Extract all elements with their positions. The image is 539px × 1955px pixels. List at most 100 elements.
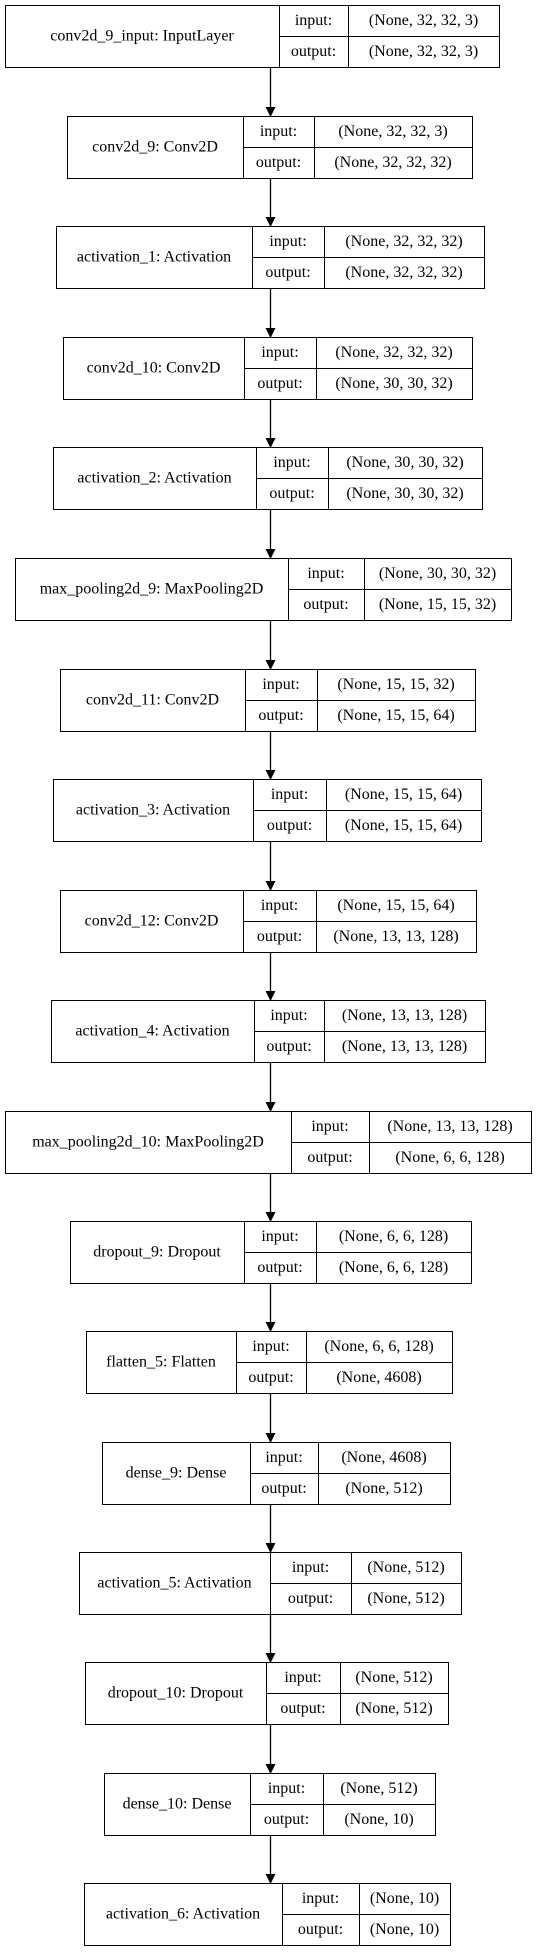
output-shape: (None, 10) [344,1811,413,1828]
layer-nodes: conv2d_9_input: InputLayer input: output: (… [5,5,532,1946]
layer-name: conv2d_9: Conv2D [92,139,218,156]
layer-node: conv2d_9: Conv2D input: output: (None, 32, … [67,116,473,179]
output-shape: (None, 13, 13, 128) [342,1038,467,1055]
layer-node: activation_3: Activation input: output: (No… [53,779,482,842]
output-label: output: [266,1038,311,1055]
output-label: output: [303,596,348,613]
layer-node: dropout_9: Dropout input: output: (None, 6,… [70,1221,472,1284]
input-shape: (None, 512) [367,1559,444,1576]
output-label: output: [258,707,303,724]
output-label: output: [257,928,302,945]
layer-name: max_pooling2d_10: MaxPooling2D [32,1134,264,1151]
input-label: input: [262,676,299,693]
input-label: input: [307,565,344,582]
output-label: output: [267,817,312,834]
output-shape: (None, 6, 6, 128) [339,1259,448,1276]
input-shape: (None, 10) [370,1890,439,1907]
output-shape: (None, 32, 32, 32) [334,154,451,171]
output-label: output: [256,154,301,171]
input-label: input: [273,454,310,471]
input-label: input: [292,1559,329,1576]
layer-name: max_pooling2d_9: MaxPooling2D [40,581,264,598]
output-label: output: [261,1480,306,1497]
input-shape: (None, 13, 13, 128) [342,1007,467,1024]
output-shape: (None, 15, 15, 32) [379,596,496,613]
layer-node: dense_10: Dense input: output: (None, 512) (… [104,1773,436,1836]
layer-name: dense_9: Dense [126,1465,227,1482]
layer-name: dropout_10: Dropout [108,1685,244,1702]
input-label: input: [269,233,306,250]
layer-name: dropout_9: Dropout [93,1244,221,1261]
output-label: output: [291,43,336,60]
input-label: input: [271,786,308,803]
layer-name: activation_5: Activation [97,1575,251,1592]
input-shape: (None, 30, 30, 32) [379,565,496,582]
layer-name: activation_2: Activation [77,470,231,487]
input-label: input: [284,1669,321,1686]
output-label: output: [280,1700,325,1717]
output-shape: (None, 13, 13, 128) [333,928,458,945]
input-label: input: [265,1449,302,1466]
input-shape: (None, 32, 32, 3) [369,12,478,29]
layer-node: activation_4: Activation input: output: (No… [51,1000,486,1063]
input-label: input: [270,1007,307,1024]
layer-name: dense_10: Dense [123,1796,232,1813]
layer-name: conv2d_12: Conv2D [85,913,219,930]
input-shape: (None, 15, 15, 64) [337,897,454,914]
layer-name: activation_4: Activation [75,1023,229,1040]
output-label: output: [269,485,314,502]
input-label: input: [295,12,332,29]
input-label: input: [260,123,297,140]
layer-name: flatten_5: Flatten [106,1354,216,1371]
layer-name: activation_3: Activation [76,802,230,819]
output-shape: (None, 32, 32, 3) [369,43,478,60]
output-label: output: [265,264,310,281]
layer-name: conv2d_10: Conv2D [87,360,221,377]
input-label: input: [302,1890,339,1907]
layer-name: activation_6: Activation [106,1906,260,1923]
output-shape: (None, 15, 15, 64) [337,707,454,724]
output-shape: (None, 512) [355,1700,432,1717]
input-shape: (None, 15, 15, 32) [337,676,454,693]
output-label: output: [307,1149,352,1166]
layer-node: conv2d_12: Conv2D input: output: (None, 15,… [60,890,477,953]
input-label: input: [252,1338,289,1355]
input-shape: (None, 4608) [341,1449,426,1466]
layer-node: conv2d_9_input: InputLayer input: output: (… [5,5,500,68]
layer-name: conv2d_9_input: InputLayer [50,28,234,45]
input-label: input: [311,1118,348,1135]
layer-node: dropout_10: Dropout input: output: (None, 5… [85,1662,449,1725]
layer-node: conv2d_10: Conv2D input: output: (None, 32,… [63,337,473,400]
output-shape: (None, 512) [345,1480,422,1497]
input-label: input: [261,1228,298,1245]
output-shape: (None, 10) [370,1921,439,1938]
input-shape: (None, 6, 6, 128) [339,1228,448,1245]
output-shape: (None, 32, 32, 32) [345,264,462,281]
layer-node: conv2d_11: Conv2D input: output: (None, 15,… [60,669,476,732]
input-shape: (None, 15, 15, 64) [345,786,462,803]
output-label: output: [264,1811,309,1828]
layer-name: conv2d_11: Conv2D [86,692,219,709]
output-label: output: [257,375,302,392]
input-shape: (None, 512) [355,1669,432,1686]
layer-node: flatten_5: Flatten input: output: (None, 6,… [86,1331,453,1394]
output-shape: (None, 15, 15, 64) [345,817,462,834]
input-shape: (None, 6, 6, 128) [324,1338,433,1355]
input-shape: (None, 512) [340,1780,417,1797]
output-shape: (None, 512) [367,1590,444,1607]
input-shape: (None, 32, 32, 32) [335,344,452,361]
output-label: output: [257,1259,302,1276]
input-label: input: [261,897,298,914]
input-label: input: [261,344,298,361]
layer-node: activation_2: Activation input: output: (No… [53,447,483,510]
layer-node: activation_6: Activationinput:output:(No… [84,1883,451,1946]
layer-node: max_pooling2d_10: MaxPooling2D input: outp… [5,1111,532,1174]
input-shape: (None, 13, 13, 128) [387,1118,512,1135]
input-label: input: [268,1780,305,1797]
layer-name: activation_1: Activation [77,249,231,266]
input-shape: (None, 30, 30, 32) [346,454,463,471]
output-label: output: [248,1369,293,1386]
input-shape: (None, 32, 32, 32) [345,233,462,250]
output-shape: (None, 30, 30, 32) [335,375,452,392]
